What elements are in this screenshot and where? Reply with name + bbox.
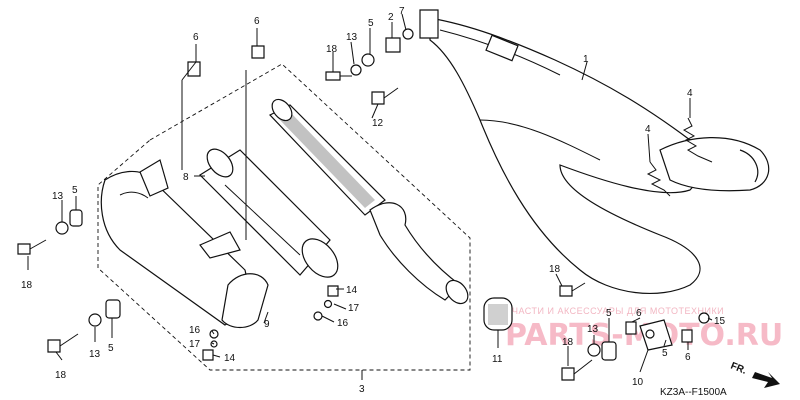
callout-11: 11 xyxy=(492,354,503,365)
callout-10: 10 xyxy=(632,377,644,388)
callout-4-top: 4 xyxy=(687,88,693,99)
callout-16-a: 16 xyxy=(337,318,349,329)
callout-18-bottom: 18 xyxy=(55,370,67,381)
grommet xyxy=(483,297,513,331)
callout-12: 12 xyxy=(372,118,384,129)
callout-4-mid: 4 xyxy=(645,124,651,135)
callout-8: 8 xyxy=(183,172,189,183)
callout-13-top: 13 xyxy=(346,32,358,43)
callout-5-top: 5 xyxy=(368,18,374,29)
exhaust-pipe xyxy=(419,9,770,294)
springs xyxy=(646,117,713,197)
callout-14-a: 14 xyxy=(346,285,358,296)
leader-lines xyxy=(27,13,713,380)
callout-18-top: 18 xyxy=(326,44,338,55)
callout-7: 7 xyxy=(399,6,405,17)
callout-9: 9 xyxy=(264,319,270,330)
bolts-and-washers xyxy=(17,28,710,381)
callout-5-right-a: 5 xyxy=(606,308,612,319)
muffler-core xyxy=(269,98,469,305)
callout-1: 1 xyxy=(583,54,589,65)
callout-6-c: 6 xyxy=(636,308,642,319)
front-indicator: FR. xyxy=(729,361,780,388)
callout-6-d: 6 xyxy=(685,352,691,363)
muffler-band xyxy=(221,273,269,329)
callout-18-right-b: 18 xyxy=(562,337,574,348)
callout-5-left: 5 xyxy=(72,185,78,196)
muffler-sleeve xyxy=(199,148,339,278)
callout-5-right-b: 5 xyxy=(662,348,668,359)
callout-2: 2 xyxy=(388,12,394,23)
watermark-caption: ЧАСТИ И АКСЕССУАРЫ ДЛЯ МОТОТЕХНИКИ xyxy=(512,306,724,316)
callout-17-b: 17 xyxy=(189,339,201,350)
callout-18-right-a: 18 xyxy=(549,264,561,275)
front-arrow-icon xyxy=(752,372,780,388)
callout-3: 3 xyxy=(359,384,365,395)
callout-17-a: 17 xyxy=(348,303,360,314)
callout-13-right: 13 xyxy=(587,324,599,335)
callout-15: 15 xyxy=(714,316,726,327)
callout-16-b: 16 xyxy=(189,325,201,336)
diagram-code: KZ3A--F1500A xyxy=(660,387,727,398)
callout-6-b: 6 xyxy=(254,16,260,27)
callout-6-a: 6 xyxy=(193,32,199,43)
callout-13-bottom: 13 xyxy=(89,349,101,360)
callout-5-bottom: 5 xyxy=(108,343,114,354)
callout-14-b: 14 xyxy=(224,353,236,364)
callout-18-left: 18 xyxy=(21,280,33,291)
callout-numbers: 1 2 3 4 4 5 5 5 5 5 6 6 6 6 7 8 9 10 11 … xyxy=(21,6,726,395)
callout-13-left: 13 xyxy=(52,191,64,202)
front-label: FR. xyxy=(729,361,748,377)
